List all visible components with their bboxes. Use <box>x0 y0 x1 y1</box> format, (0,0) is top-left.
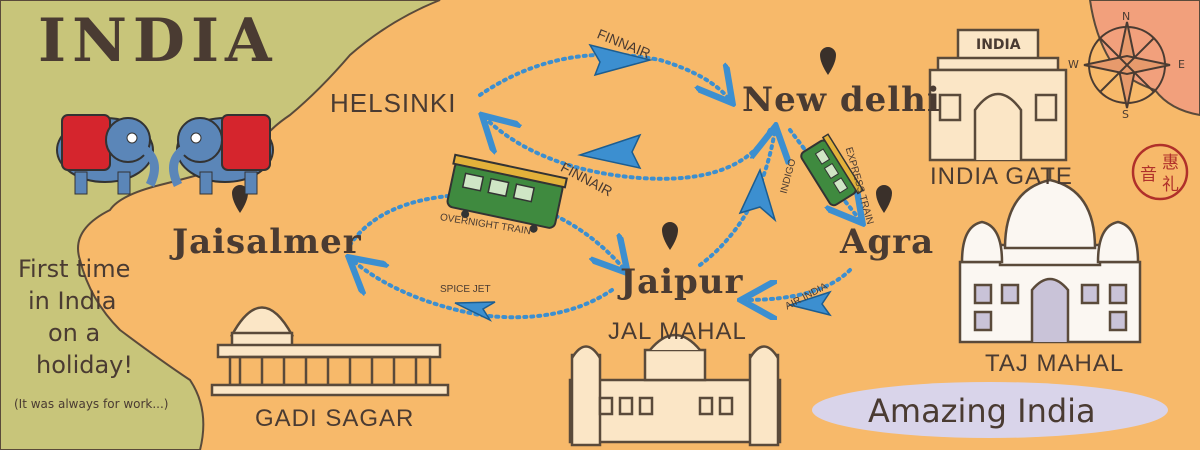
tagline-note: (It was always for work...) <box>14 397 169 411</box>
taj-mahal-illustration <box>958 168 1142 344</box>
route-jaipur-jaisalmer <box>352 260 614 320</box>
plane-icon-air-india <box>787 290 832 317</box>
seal-char-2: 礼 <box>1162 175 1179 195</box>
seal-stamp <box>1131 143 1189 201</box>
plane-icon-indigo <box>738 167 777 223</box>
tagline-line-4: holiday! <box>36 351 133 379</box>
landmark-label-taj-mahal: TAJ MAHAL <box>985 350 1125 377</box>
plane-icon-finnair-out <box>588 43 653 77</box>
compass-s: S <box>1122 108 1129 121</box>
plane-icon-spice-jet <box>454 301 496 322</box>
city-label-jaipur: Jaipur <box>620 262 744 302</box>
compass-rose-icon <box>1083 21 1171 109</box>
route-label-spice-jet: SPICE JET <box>440 284 491 295</box>
gadi-sagar-illustration <box>210 306 450 397</box>
elephant-icon-left <box>56 114 159 195</box>
tagline-line-1: First time <box>18 255 131 283</box>
compass-w: W <box>1068 58 1079 71</box>
plane-icons <box>454 43 832 322</box>
route-helsinki-delhi <box>478 52 730 100</box>
tagline-line-2: in India <box>28 287 117 315</box>
pin-icon-delhi <box>820 47 836 75</box>
banner-background <box>812 382 1168 438</box>
page-title: India <box>38 6 278 76</box>
compass-n: N <box>1122 10 1131 23</box>
jal-mahal-illustration <box>568 333 782 447</box>
compass-e: E <box>1178 58 1185 71</box>
train-icon-express <box>800 133 865 207</box>
pin-icon-jaisalmer <box>232 185 248 213</box>
train-icon-overnight <box>446 153 568 233</box>
pin-icon-agra <box>876 185 892 213</box>
route-delhi-helsinki <box>485 118 772 181</box>
seal-char-3: 音 <box>1140 165 1157 185</box>
pin-icon-jaipur <box>662 222 678 250</box>
plane-icon-finnair-back <box>577 133 642 170</box>
map-pins <box>232 47 892 250</box>
route-agra-jaipur <box>745 268 852 300</box>
landmark-label-jal-mahal: JAL MAHAL <box>608 318 747 345</box>
landmark-label-gadi-sagar: GADI SAGAR <box>255 405 415 432</box>
sea-left <box>0 0 441 450</box>
city-label-agra: Agra <box>840 222 935 262</box>
india-gate-illustration <box>928 28 1068 162</box>
city-label-jaisalmer: Jaisalmer <box>172 222 362 262</box>
tagline-line-3: on a <box>48 319 101 347</box>
seal-char-1: 惠 <box>1162 153 1179 173</box>
route-delhi-agra <box>788 128 860 220</box>
landmark-label-india-gate: INDIA GATE <box>930 163 1073 190</box>
elephant-icon-right <box>169 114 274 195</box>
city-label-new-delhi: New delhi <box>742 80 941 120</box>
city-label-helsinki: HELSINKI <box>330 88 457 118</box>
india-gate-inscription: INDIA <box>976 37 1021 53</box>
banner-text: Amazing India <box>868 392 1096 430</box>
